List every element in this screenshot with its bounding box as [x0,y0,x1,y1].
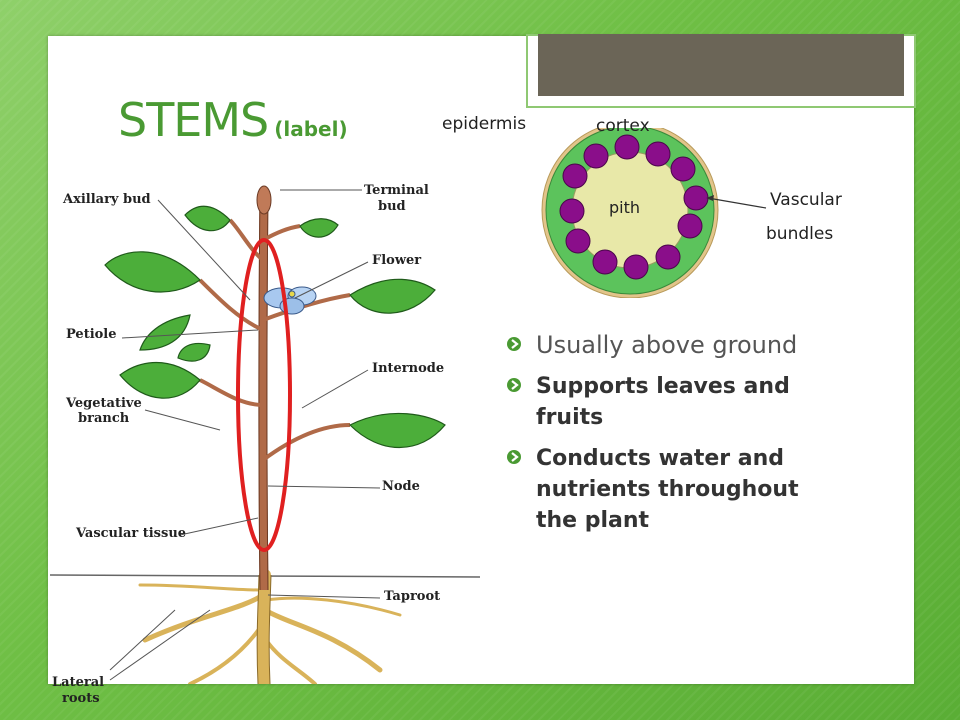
stem-cross-section [541,128,719,298]
vascular-bundles [559,134,709,280]
label-vascular-1: Vascular [770,190,842,210]
label-internode: Internode [372,361,445,376]
list-item: Conducts water and nutrients throughout … [506,443,806,536]
label-flower: Flower [372,253,422,268]
label-vascular-tissue: Vascular tissue [76,526,187,541]
leaves [104,205,446,449]
label-pith: pith [609,198,641,217]
list-item: Usually above ground [506,330,806,361]
decorative-panel [538,34,904,96]
label-cortex: cortex [596,116,650,136]
stem-highlight [236,238,292,552]
label-epidermis: epidermis [442,114,527,134]
plant-diagram [50,185,480,684]
circle-arrow-bullet-icon [507,378,521,392]
branches [198,218,351,462]
label-vegetative-1: Vegetative [66,396,142,411]
label-node: Node [382,479,420,494]
label-lateral-1: Lateral [52,675,105,690]
leader-lines [109,189,381,681]
label-lateral-2: roots [62,691,100,706]
label-taproot: Taproot [384,589,441,604]
bullet-text: Conducts water and nutrients throughout … [536,446,799,533]
circle-arrow-bullet-icon [507,337,521,351]
root-outlines [256,574,272,684]
circle-arrow-bullet-icon [507,450,521,464]
bullet-list: Usually above ground Supports leaves and… [506,330,806,546]
bullet-text: Usually above ground [536,331,798,359]
title-sub: (label) [274,117,348,141]
vascular-arrow [706,195,767,209]
slide-title: STEMS(label) [118,92,348,157]
main-stem [258,189,269,591]
label-vascular-2: bundles [766,224,834,244]
label-terminal-bud-1: Terminal [364,183,429,198]
label-terminal-bud-2: bud [378,199,406,214]
label-petiole: Petiole [66,327,117,342]
label-vegetative-2: branch [78,411,130,426]
list-item: Supports leaves and fruits [506,371,806,433]
title-main: STEMS [118,93,269,147]
bullet-text: Supports leaves and fruits [536,374,790,430]
label-axillary-bud: Axillary bud [63,192,151,207]
